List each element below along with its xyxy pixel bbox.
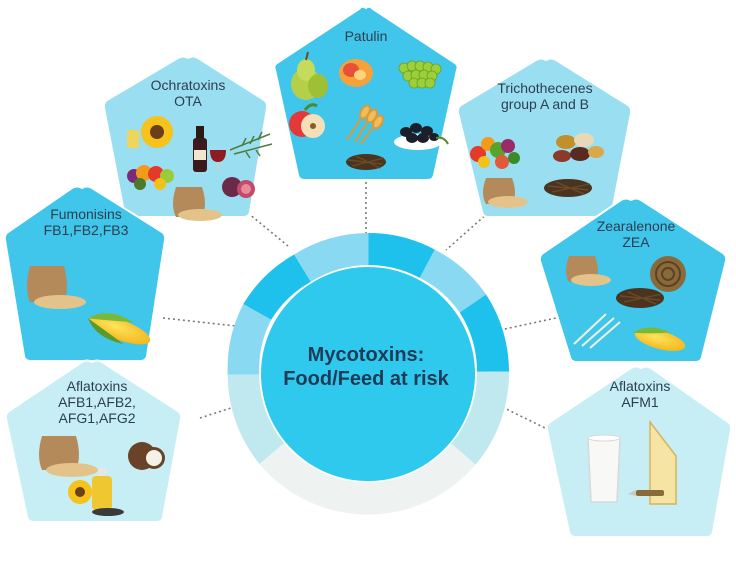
grain-sack-icon bbox=[173, 187, 222, 221]
hay-bale-icon bbox=[650, 256, 686, 292]
apple-icon bbox=[289, 103, 325, 138]
grain-sack-icon bbox=[39, 436, 98, 477]
coconut-icon bbox=[128, 442, 165, 470]
label-aflatoxins-m: Aflatoxins AFM1 bbox=[580, 378, 700, 410]
vegetables-icon bbox=[470, 137, 520, 169]
trichothecenes-subtitle: group A and B bbox=[501, 96, 589, 112]
ochratoxins-subtitle: OTA bbox=[174, 93, 202, 109]
connector-lines bbox=[162, 182, 557, 429]
patulin-title: Patulin bbox=[344, 28, 388, 44]
aflatoxins-b-g-title: Aflatoxins bbox=[66, 378, 128, 394]
cheese-icon bbox=[628, 419, 677, 505]
fig-icon bbox=[222, 177, 255, 198]
ring-segment-7 bbox=[451, 371, 510, 465]
center-ring bbox=[227, 233, 510, 515]
ring-segment-8 bbox=[259, 443, 476, 515]
center-circle bbox=[261, 267, 475, 481]
corn-icon bbox=[88, 313, 151, 345]
zearalenone-subtitle: ZEA bbox=[622, 234, 650, 250]
aflatoxins-m-subtitle: AFM1 bbox=[621, 394, 659, 410]
pear-icon bbox=[291, 51, 328, 100]
center-title: Mycotoxins: Food/Feed at risk bbox=[266, 343, 466, 391]
aflatoxins-b-g-line3: AFG1,AFG2 bbox=[58, 410, 136, 426]
ring-segment-1 bbox=[227, 304, 272, 375]
ring-segment-3 bbox=[294, 233, 369, 282]
label-patulin: Patulin bbox=[305, 28, 427, 44]
stalks-icon bbox=[573, 313, 621, 349]
ochratoxins-title: Ochratoxins bbox=[150, 77, 226, 93]
center-title-line1: Mycotoxins: bbox=[307, 344, 425, 366]
grain-sack-icon bbox=[483, 178, 528, 208]
trichothecenes-title: Trichothecenes bbox=[497, 80, 593, 96]
corn-icon bbox=[632, 327, 686, 351]
sunflower-icon bbox=[127, 116, 173, 148]
aflatoxins-m-title: Aflatoxins bbox=[609, 378, 671, 394]
straw-icon bbox=[346, 154, 386, 170]
straw-icon bbox=[544, 179, 592, 197]
label-fumonisins: Fumonisins FB1,FB2,FB3 bbox=[26, 206, 146, 238]
fumonisins-title: Fumonisins bbox=[50, 206, 122, 222]
label-ochratoxins: Ochratoxins OTA bbox=[128, 77, 248, 109]
grapes-icon bbox=[398, 60, 442, 89]
ring-segment-5 bbox=[419, 249, 487, 313]
wine-icon bbox=[193, 126, 226, 172]
center-title-line2: Food/Feed at risk bbox=[283, 368, 449, 390]
ring-segment-4 bbox=[368, 233, 435, 278]
ring-segment-9 bbox=[227, 374, 284, 464]
panel-trichothecenes bbox=[456, 57, 633, 218]
legumes-icon bbox=[553, 133, 604, 162]
straw-icon bbox=[616, 288, 664, 308]
panel-zearalenone bbox=[538, 197, 728, 363]
ring-segment-2 bbox=[243, 254, 311, 320]
fruit-basket-icon bbox=[127, 165, 174, 190]
peach-icon bbox=[339, 59, 373, 87]
milk-glass-icon bbox=[587, 434, 621, 503]
grain-sack-icon bbox=[27, 266, 86, 309]
fumonisins-subtitle: FB1,FB2,FB3 bbox=[43, 222, 129, 238]
grain-sack-icon bbox=[566, 256, 611, 286]
sunflower-oil-icon bbox=[68, 468, 124, 516]
label-aflatoxins-b-g: Aflatoxins AFB1,AFB2, AFG1,AFG2 bbox=[37, 378, 157, 426]
wheat-icon bbox=[346, 104, 384, 145]
olives-icon bbox=[394, 123, 449, 150]
panel-aflatoxins-b-g bbox=[4, 359, 183, 523]
aflatoxins-b-g-line2: AFB1,AFB2, bbox=[58, 394, 136, 410]
ring-segment-6 bbox=[459, 294, 509, 372]
zearalenone-title: Zearalenone bbox=[596, 218, 676, 234]
rosemary-icon bbox=[229, 131, 273, 159]
label-trichothecenes: Trichothecenes group A and B bbox=[480, 80, 610, 112]
label-zearalenone: Zearalenone ZEA bbox=[576, 218, 696, 250]
